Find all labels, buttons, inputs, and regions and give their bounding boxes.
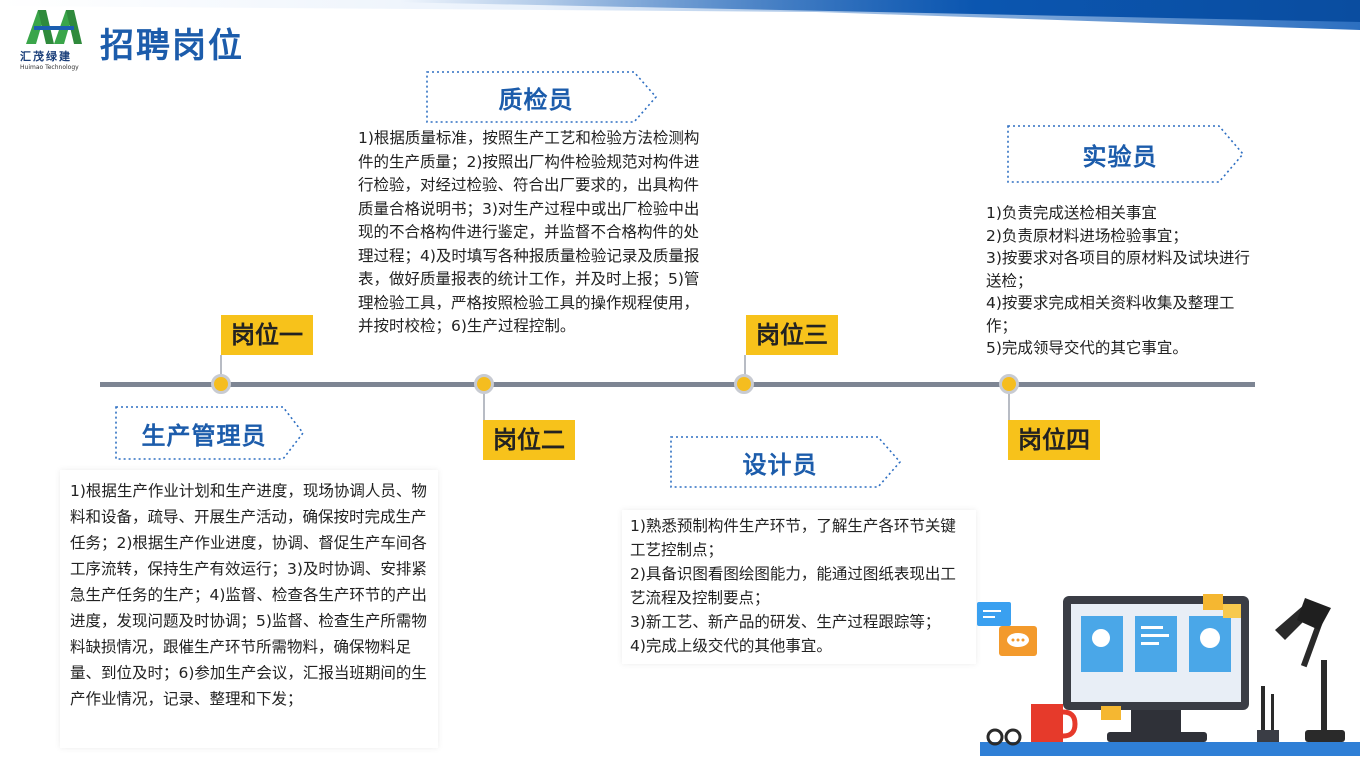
- logo-subtitle: Huimao Technology: [20, 64, 79, 71]
- description-line: 2)具备识图看图绘图能力，能通过图纸表现出工艺流程及控制要点；: [630, 565, 956, 607]
- logo-mark-icon: [26, 10, 82, 44]
- role-title: 质检员: [498, 85, 574, 114]
- description-line: 5)完成领导交代的其它事宜。: [986, 339, 1188, 357]
- description-line: 4)完成上级交代的其他事宜。: [630, 637, 832, 655]
- office-desk-illustration: [975, 590, 1360, 756]
- company-logo: 汇茂绿建 Huimao Technology: [18, 6, 90, 72]
- stem-4: [1008, 385, 1010, 421]
- role-description-production-manager: 1)根据生产作业计划和生产进度，现场协调人员、物料和设备，疏导、开展生产活动，确…: [60, 470, 438, 748]
- role-title: 设计员: [742, 450, 818, 479]
- computer-desk-illustration-icon: [977, 594, 1360, 756]
- role-title: 实验员: [1082, 142, 1158, 171]
- tag-arrow-outline-icon: [426, 71, 658, 123]
- description-line: 3)按要求对各项目的原材料及试块进行送检；: [986, 249, 1250, 290]
- timeline-node-2: [474, 374, 494, 394]
- role-tag-production-manager: 生产管理员: [115, 406, 305, 460]
- description-line: 3)新工艺、新产品的研发、生产过程跟踪等；: [630, 613, 941, 631]
- stem-1: [220, 355, 222, 385]
- position-label-1: 岗位一: [221, 315, 313, 355]
- tag-arrow-outline-icon: [115, 406, 305, 460]
- role-description-lab-technician: 1)负责完成送检相关事宜 2)负责原材料进场检验事宜； 3)按要求对各项目的原材…: [986, 202, 1261, 360]
- tag-arrow-outline-icon: [1007, 125, 1245, 183]
- timeline-axis: [100, 382, 1255, 387]
- role-description-quality-inspector: 1)根据质量标准，按照生产工艺和检验方法检测构件的生产质量；2)按照出厂构件检验…: [358, 129, 700, 335]
- position-label-2: 岗位二: [483, 420, 575, 460]
- role-tag-quality-inspector: 质检员: [426, 71, 658, 123]
- timeline-node-3: [734, 374, 754, 394]
- stem-3: [744, 355, 746, 385]
- position-label-4: 岗位四: [1008, 420, 1100, 460]
- description-line: 2)负责原材料进场检验事宜；: [986, 226, 1188, 245]
- description-line: 4)按要求完成相关资料收集及整理工作；: [986, 294, 1235, 335]
- stem-2: [483, 385, 485, 421]
- role-tag-designer: 设计员: [670, 436, 902, 488]
- page-title: 招聘岗位: [100, 26, 244, 66]
- tag-arrow-outline-icon: [670, 436, 902, 488]
- role-description-designer: 1)熟悉预制构件生产环节，了解生产各环节关键工艺控制点； 2)具备识图看图绘图能…: [622, 510, 976, 664]
- position-label-3: 岗位三: [746, 315, 838, 355]
- description-line: 1)熟悉预制构件生产环节，了解生产各环节关键工艺控制点；: [630, 517, 956, 559]
- logo-name: 汇茂绿建: [20, 50, 72, 63]
- timeline-node-4: [999, 374, 1019, 394]
- timeline-node-1: [211, 374, 231, 394]
- description-line: 1)负责完成送检相关事宜: [986, 204, 1157, 222]
- header-stripe-accent: [400, 0, 1360, 22]
- role-title: 生产管理员: [141, 421, 267, 450]
- role-tag-lab-technician: 实验员: [1007, 125, 1245, 183]
